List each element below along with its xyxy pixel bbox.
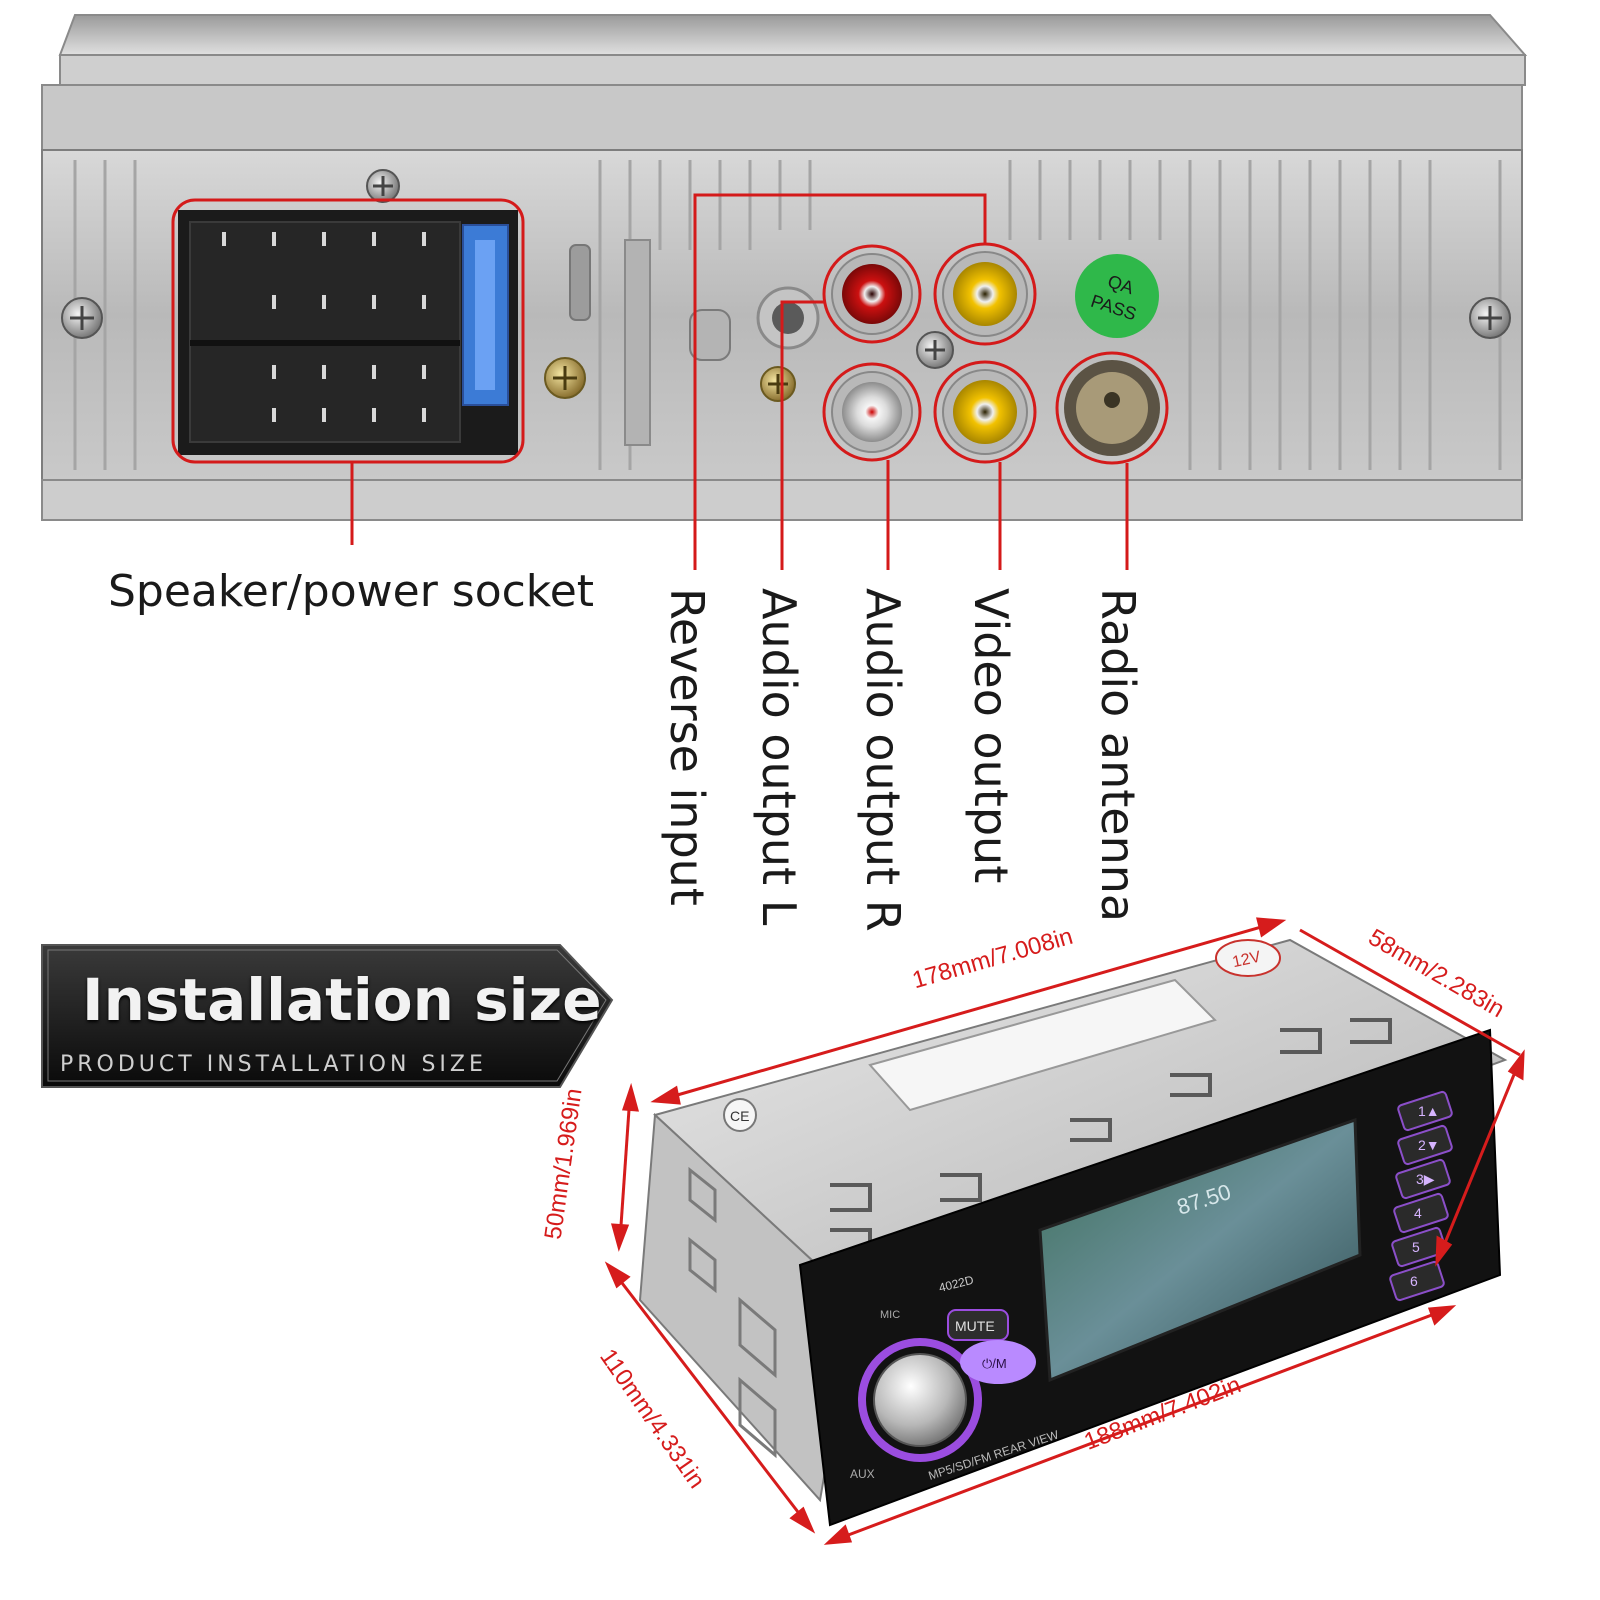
callout-lines — [350, 193, 1129, 570]
audio-output-r-label: Audio output R — [856, 588, 910, 932]
installation-size-subtitle: PRODUCT INSTALLATION SIZE — [60, 1052, 487, 1077]
svg-text:6: 6 — [1410, 1273, 1418, 1289]
head-unit-3d-view: CE 12V 87.50 1▲ 2▼ 3▶ 4 5 6 — [638, 938, 1508, 1527]
svg-text:1▲: 1▲ — [1418, 1103, 1440, 1119]
reverse-input-jack — [756, 286, 820, 350]
video-output-jack — [933, 242, 1037, 346]
svg-text:MIC: MIC — [880, 1309, 900, 1321]
screw-icon — [61, 297, 103, 339]
svg-text:⏻/M: ⏻/M — [982, 1356, 1007, 1371]
qa-pass-sticker: QA PASS — [1075, 254, 1159, 338]
rear-panel: QA PASS — [41, 14, 1528, 570]
screw-icon — [366, 169, 400, 203]
audio-output-l-jack — [822, 362, 922, 462]
svg-text:5: 5 — [1412, 1239, 1420, 1255]
svg-text:2▼: 2▼ — [1418, 1137, 1440, 1153]
speaker-power-socket-label: Speaker/power socket — [108, 566, 595, 617]
svg-text:MUTE: MUTE — [955, 1318, 995, 1334]
audio-output-l-label: Audio output L — [752, 588, 806, 926]
dimension-arrows — [604, 917, 1525, 1545]
svg-text:AUX: AUX — [850, 1467, 875, 1481]
svg-text:4: 4 — [1414, 1205, 1422, 1221]
svg-text:CE: CE — [730, 1108, 749, 1124]
video-output-jack-2 — [933, 360, 1037, 464]
screw-icon — [916, 331, 954, 369]
screw-icon — [544, 357, 586, 399]
svg-text:3▶: 3▶ — [1416, 1171, 1435, 1187]
speaker-power-socket — [171, 198, 525, 464]
screw-icon — [760, 366, 796, 402]
reverse-input-label: Reverse input — [660, 588, 714, 906]
installation-size-badge — [41, 944, 614, 1088]
installation-size-title: Installation size — [82, 966, 602, 1034]
svg-text:12V: 12V — [1231, 948, 1263, 971]
volume-knob-icon — [858, 1338, 982, 1462]
screw-icon — [1469, 297, 1511, 339]
audio-output-r-jack — [822, 244, 922, 344]
radio-antenna-label: Radio antenna — [1091, 588, 1145, 923]
video-output-label: Video output — [964, 588, 1018, 884]
radio-antenna-jack — [1055, 351, 1169, 465]
